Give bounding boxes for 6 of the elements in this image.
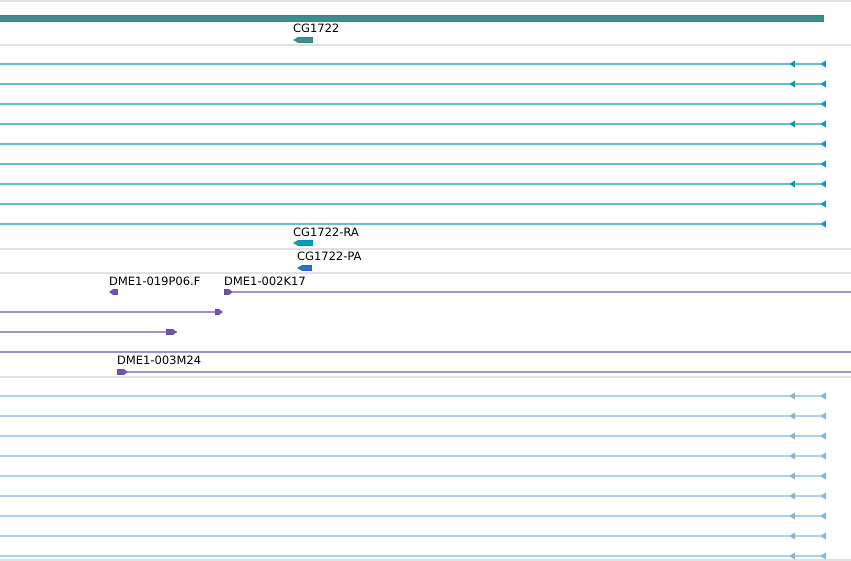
feature-label: DME1-003M24 (117, 353, 202, 367)
feature-label: DME1-002K17 (224, 274, 306, 288)
feature-label: CG1722-RA (293, 225, 359, 239)
feature-label: CG1722-PA (297, 249, 362, 263)
feature-label: DME1-019P06.F (109, 274, 200, 288)
feature-label: CG1722 (293, 21, 340, 35)
